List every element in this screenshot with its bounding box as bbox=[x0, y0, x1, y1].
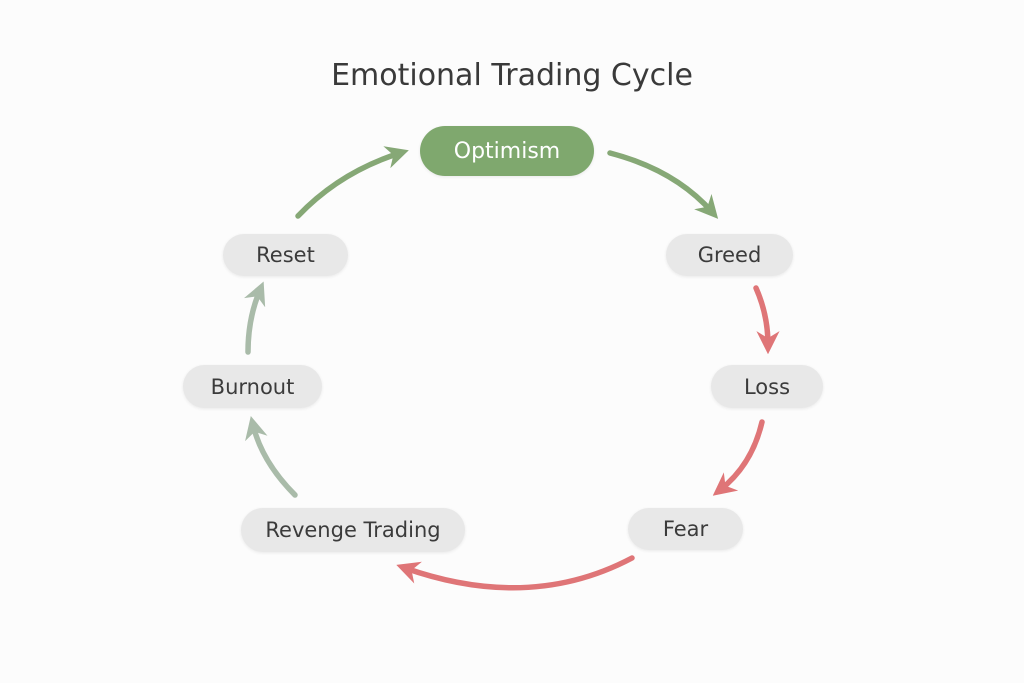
node-label: Reset bbox=[256, 243, 315, 267]
node-label: Fear bbox=[662, 517, 709, 541]
diagram-title: Emotional Trading Cycle bbox=[331, 58, 693, 93]
node-label: Greed bbox=[697, 243, 762, 267]
arrow-burnout-to-reset bbox=[243, 281, 266, 355]
arrow-revenge-to-burnout bbox=[245, 416, 298, 498]
arrow-greed-to-loss bbox=[753, 285, 780, 355]
node-loss[interactable]: Loss bbox=[711, 365, 823, 408]
node-greed[interactable]: Greed bbox=[666, 234, 793, 276]
node-revenge-trading[interactable]: Revenge Trading bbox=[241, 508, 465, 552]
arrow-fear-to-revenge bbox=[396, 555, 635, 591]
node-optimism[interactable]: Optimism bbox=[420, 126, 594, 176]
arrow-loss-to-fear bbox=[712, 419, 765, 496]
node-label: Loss bbox=[743, 374, 791, 399]
node-label: Burnout bbox=[210, 374, 295, 399]
node-reset[interactable]: Reset bbox=[223, 234, 348, 276]
node-fear[interactable]: Fear bbox=[628, 508, 743, 550]
arrow-reset-to-optimism bbox=[295, 146, 409, 219]
node-label: Optimism bbox=[453, 138, 561, 164]
arrow-optimism-to-greed bbox=[607, 150, 719, 219]
node-burnout[interactable]: Burnout bbox=[183, 365, 322, 408]
node-label: Revenge Trading bbox=[265, 518, 441, 542]
